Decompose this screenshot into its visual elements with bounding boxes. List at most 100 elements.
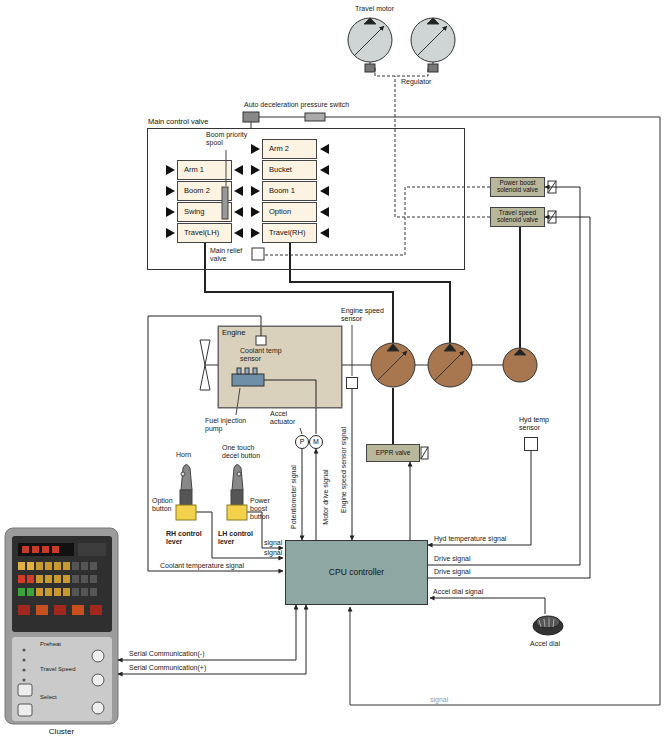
signal-connector — [428, 217, 590, 578]
spool-box: Travel(LH) — [177, 223, 232, 243]
cluster-indicator — [54, 605, 66, 615]
control-lever — [237, 472, 241, 476]
control-lever — [181, 472, 185, 476]
cluster-indicator — [72, 605, 84, 615]
part-label: One touch decel button — [222, 444, 272, 460]
auto-decel-switch — [243, 112, 259, 122]
hydraulic-pump — [377, 351, 407, 381]
cluster-indicator — [81, 562, 88, 570]
cluster-indicator — [54, 588, 61, 596]
boom-priority-spool — [222, 187, 228, 219]
part-label: Accel actuator — [270, 410, 308, 426]
control-valve-housing: Main control valveArm 1Boom 2SwingTravel… — [147, 128, 465, 270]
pilot-line — [395, 76, 490, 217]
control-lever — [232, 465, 243, 491]
signal-connector — [352, 389, 353, 540]
signal-label: Drive signal — [433, 555, 472, 563]
signal-connector — [118, 605, 306, 674]
part-label: Fuel injection pump — [205, 417, 255, 433]
main-relief-valve — [252, 248, 264, 260]
signal-label: Potentiometer signal — [290, 464, 298, 530]
hydraulic-pump — [434, 351, 464, 381]
cluster-indicator — [90, 605, 102, 615]
travel-motor — [354, 26, 384, 56]
node-text: Engine speed sensor — [341, 307, 395, 323]
spool-actuator — [234, 207, 243, 217]
signal-wire — [148, 316, 545, 614]
spool-box: Boom 1 — [262, 181, 317, 201]
spool-actuator — [251, 165, 260, 175]
engine — [237, 368, 241, 374]
cluster-indicator — [27, 575, 34, 583]
spool-actuator — [320, 165, 329, 175]
travel-motor — [411, 18, 455, 62]
hydraulic-pump — [371, 343, 537, 387]
spool-actuator — [251, 186, 260, 196]
cluster-indicator — [92, 702, 104, 714]
spool-actuator — [320, 186, 329, 196]
auto-decel-switch — [251, 117, 305, 128]
travel-motor — [417, 26, 447, 56]
control-lever — [227, 505, 247, 520]
spool-box: Option — [262, 202, 317, 222]
cluster-indicator — [27, 562, 34, 570]
cluster-indicator — [23, 669, 26, 672]
signal-label: Serial Communication(-) — [128, 650, 205, 658]
signal-connector — [428, 187, 580, 565]
signal-connector — [302, 449, 303, 540]
cluster-panel — [18, 543, 74, 556]
cluster-indicator — [90, 575, 97, 583]
cluster-indicator — [45, 588, 52, 596]
accel-dial — [536, 616, 560, 628]
boom-priority-spool — [226, 150, 227, 186]
solenoid-valve: Travel speed solenoid valve — [490, 207, 545, 227]
accel-dial — [533, 616, 563, 635]
part-label: Coolant temperature signal — [160, 562, 244, 570]
node-text: Engine — [222, 329, 245, 338]
node-text: Boom 1 — [269, 187, 295, 196]
cluster-indicator — [18, 704, 32, 716]
cluster-indicator — [45, 575, 52, 583]
signal-label: Serial Communication(+) — [128, 664, 207, 672]
cluster-indicator — [72, 562, 79, 570]
spool-actuator — [320, 228, 329, 238]
part-label: signal — [430, 696, 448, 704]
cluster-indicator — [52, 546, 59, 553]
travel-motor — [428, 64, 438, 72]
auto-decel-switch — [325, 117, 660, 705]
spool-actuator — [166, 186, 175, 196]
spool-actuator — [251, 207, 260, 217]
signal-connector — [410, 462, 411, 540]
engine-block: Engine — [218, 326, 342, 408]
cluster-indicator — [90, 562, 97, 570]
part-label: Horn — [176, 451, 191, 459]
node-text: Arm 2 — [269, 145, 289, 154]
control-lever — [181, 465, 192, 491]
part-label: signal — [264, 539, 282, 547]
main-relief-valve — [252, 248, 264, 260]
node-text: Travel(RH) — [269, 229, 305, 238]
spool-box: Travel(RH) — [262, 223, 317, 243]
hydraulic-line — [392, 388, 394, 444]
drive-shaft — [342, 365, 503, 366]
spool-actuator — [234, 165, 243, 175]
control-lever — [231, 490, 243, 505]
engine — [245, 368, 249, 374]
cluster-indicator — [81, 588, 88, 596]
part-label: Option button — [152, 497, 182, 513]
engine — [256, 336, 266, 345]
part-label: Power boost button — [250, 497, 284, 521]
instrument-cluster: Cluster — [5, 528, 118, 724]
boom-priority-spool — [222, 150, 228, 219]
auto-decel-switch — [305, 113, 325, 121]
control-lever — [176, 505, 196, 520]
spool-box: Boom 2 — [177, 181, 232, 201]
cluster-indicator — [90, 588, 97, 596]
pilot-line — [375, 68, 428, 76]
signal-label: Drive signal — [433, 568, 472, 576]
cluster-indicator — [36, 575, 43, 583]
node-text: Power boost solenoid valve — [493, 180, 542, 194]
part-label: RH control lever — [166, 530, 210, 546]
